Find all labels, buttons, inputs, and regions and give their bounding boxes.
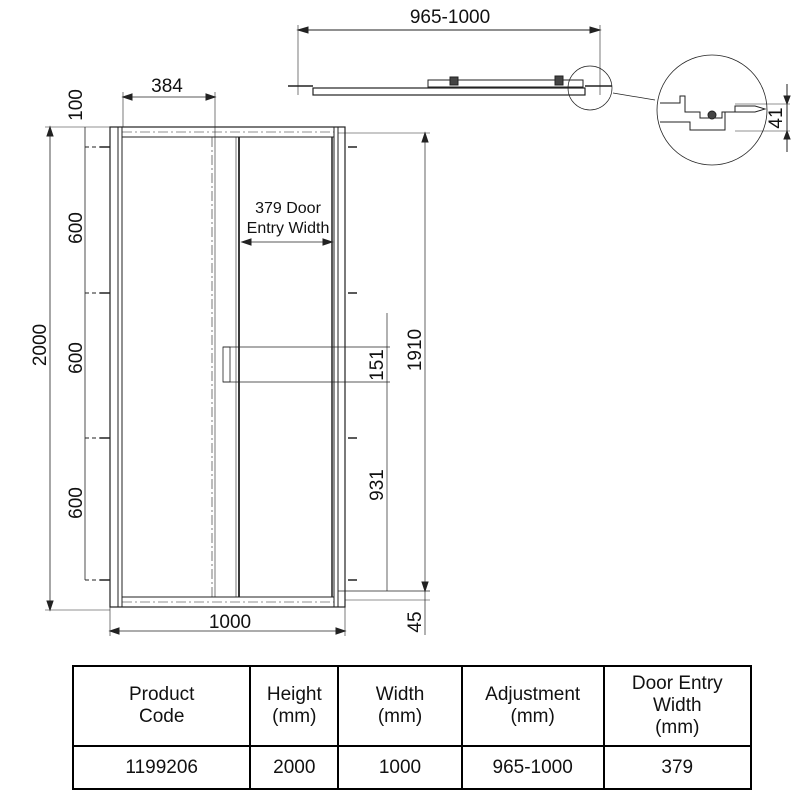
dim-height-total: 2000: [30, 324, 51, 366]
cell-height: 2000: [249, 745, 340, 790]
header-adjustment: Adjustment(mm): [460, 665, 605, 747]
dim-fixing-3: 600: [66, 487, 87, 519]
cell-adjustment: 965-1000: [460, 745, 605, 790]
dim-overall-width: 1000: [209, 612, 251, 633]
dim-inner-height: 1910: [405, 329, 426, 371]
door-entry-label-2: Entry Width: [247, 220, 330, 237]
cell-product-code: 1199206: [71, 745, 252, 790]
technical-drawing: 965-1000 41: [30, 7, 791, 636]
dim-fixing-2: 600: [66, 342, 87, 374]
plan-view: 965-1000 41: [288, 7, 791, 166]
dim-base-offset: 45: [405, 611, 426, 632]
header-height: Height(mm): [249, 665, 340, 747]
dim-handle-height: 151: [367, 349, 388, 381]
dim-detail-depth: 41: [766, 107, 787, 128]
header-width: Width(mm): [337, 665, 463, 747]
cell-width: 1000: [337, 745, 463, 790]
dim-top-offset: 100: [66, 89, 87, 121]
cell-door-entry-width: 379: [602, 745, 753, 790]
dim-panel-width: 384: [151, 76, 183, 97]
dim-handle-from-bottom: 931: [367, 469, 388, 501]
dim-adjustment: 965-1000: [410, 7, 490, 28]
table-row: 1199206 2000 1000 965-1000 379: [71, 745, 753, 790]
elevation-view: 2000 100 600 600 600 384 379 Door Entry …: [30, 76, 430, 636]
dim-fixing-1: 600: [66, 212, 87, 244]
door-entry-label-1: 379 Door: [255, 200, 321, 217]
